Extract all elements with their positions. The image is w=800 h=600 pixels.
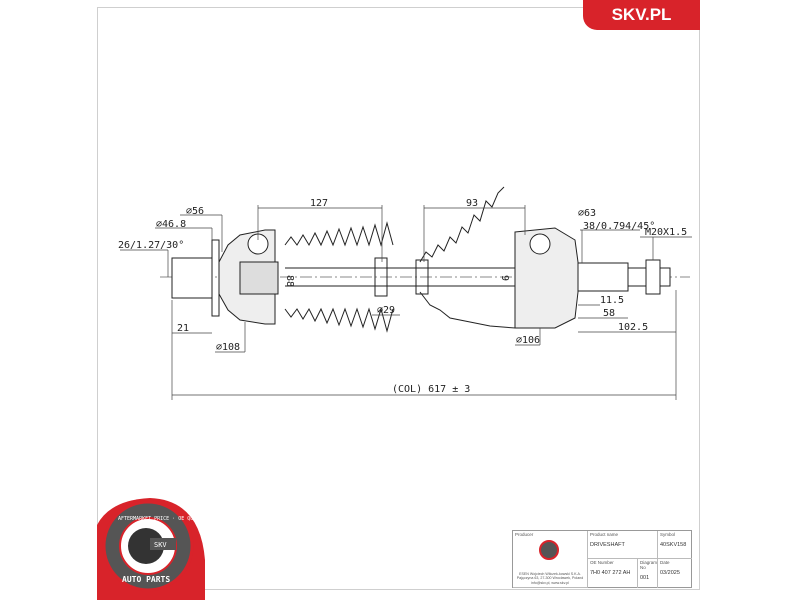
dim-127: 127 — [310, 198, 328, 209]
boot-clamp-left — [374, 257, 388, 297]
symbol-label: Symbol — [660, 532, 676, 537]
left-boot-top — [284, 221, 394, 247]
date-label: Date — [660, 560, 670, 565]
skv-logo: SKV AFTERMARKET PRICE · OE QUALITY AUTO … — [97, 498, 208, 600]
title-block: Producer ESEN Wojciech Wilczek-kowski S.… — [512, 530, 692, 588]
producer-label: Producer — [515, 532, 534, 537]
dim-dia-108: ⌀108 — [216, 342, 240, 353]
product-name: DRIVESHAFT — [590, 542, 625, 548]
brand-tab[interactable]: SKV.PL — [583, 0, 700, 30]
dim-88: 88 — [284, 275, 295, 287]
boot-clamp-right — [415, 259, 429, 295]
logo-top-text: AFTERMARKET PRICE · OE QUALITY — [118, 516, 208, 522]
nut — [645, 259, 661, 295]
dim-dia-29: ⌀29 — [377, 305, 395, 316]
date-cell: Date 03/2025 — [658, 559, 692, 588]
logo-bottom-text: AUTO PARTS — [122, 575, 170, 584]
diagram-cell: Diagram No 001 — [638, 559, 658, 588]
symbol: 40SKV158 — [660, 542, 687, 548]
product-name-cell: Product name DRIVESHAFT — [588, 531, 658, 559]
dim-93: 93 — [466, 198, 478, 209]
dim-dia-106: ⌀106 — [516, 335, 540, 346]
dim-dia-63: ⌀63 — [578, 208, 596, 219]
diagram-label: Diagram No — [640, 560, 658, 570]
dim-58: 58 — [603, 308, 615, 319]
left-flange — [211, 239, 220, 317]
producer-logo — [539, 540, 559, 560]
symbol-cell: Symbol 40SKV158 — [658, 531, 692, 559]
drawing-frame — [97, 7, 700, 590]
left-boot-bottom — [284, 307, 394, 333]
oe-label: OE Number — [590, 560, 614, 565]
logo-center-text: SKV — [154, 541, 167, 549]
dim-102-5: 102.5 — [618, 322, 648, 333]
diagram-no: 001 — [640, 575, 650, 581]
dim-dia-56: ⌀56 — [186, 206, 204, 217]
dim-spline-right: 38/0.794/45° — [583, 221, 655, 232]
dim-thread: M20X1.5 — [645, 227, 687, 238]
producer-address: ESEN Wojciech Wilczek-kowski S.K.A. Paję… — [516, 571, 584, 585]
dim-11-5: 11.5 — [600, 295, 624, 306]
date: 03/2025 — [660, 570, 680, 576]
producer-cell: Producer ESEN Wojciech Wilczek-kowski S.… — [513, 531, 588, 588]
tripod — [239, 261, 279, 295]
outer-joint-housing — [514, 227, 579, 329]
oe-number: 7H0 407 272 AH — [590, 570, 631, 576]
dim-21: 21 — [177, 323, 189, 334]
left-stub — [171, 257, 213, 299]
dim-9: 9 — [499, 275, 510, 281]
right-boot-bottom — [419, 291, 516, 329]
dim-total-length: (COL) 617 ± 3 — [392, 384, 470, 395]
right-stub — [577, 262, 629, 292]
dim-dia-46-8: ⌀46.8 — [156, 219, 186, 230]
thread-end — [659, 267, 671, 287]
oe-cell: OE Number 7H0 407 272 AH — [588, 559, 638, 588]
product-name-label: Product name — [590, 532, 619, 537]
right-boot-top — [419, 186, 505, 263]
dim-spline-left: 26/1.27/30° — [118, 240, 184, 251]
